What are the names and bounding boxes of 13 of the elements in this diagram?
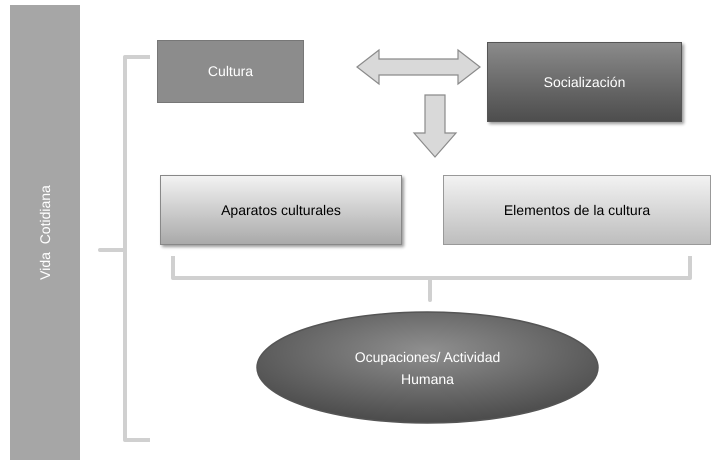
process-box (157, 40, 304, 103)
node-label: Ocupaciones/ Actividad Humana (354, 348, 502, 388)
process-box (160, 175, 402, 245)
node-label: Socialización (542, 72, 626, 92)
node-label: Elementos de la cultura (502, 200, 652, 220)
process-box (443, 175, 711, 245)
process-box (487, 42, 682, 122)
process-ellipse (255, 310, 600, 425)
node-label: Vida Cotidiana (36, 185, 54, 280)
vertical-band (10, 5, 80, 460)
node-label: Cultura (206, 62, 254, 81)
block-arrow (356, 48, 481, 86)
node-label: Aparatos culturales (220, 200, 342, 220)
